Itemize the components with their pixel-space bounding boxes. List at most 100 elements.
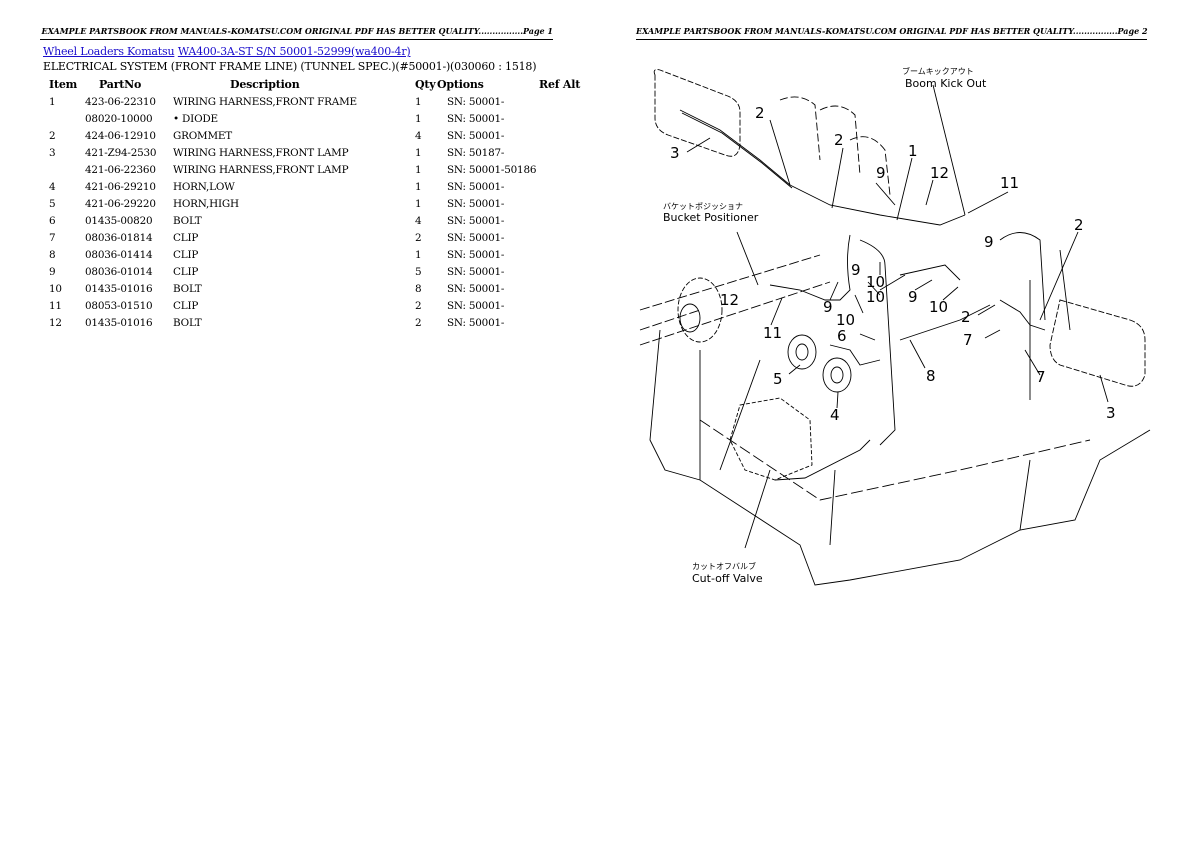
cell-qty: 4 [415, 214, 422, 227]
col-item: Item [49, 78, 78, 91]
callout-11-top: 11 [1000, 174, 1019, 192]
callout-10-b: 10 [866, 288, 885, 306]
cell-qty: 4 [415, 129, 422, 142]
cell-options: SN: 50001- [447, 112, 505, 125]
cell-description: BOLT [173, 214, 202, 227]
cell-options: SN: 50187- [447, 146, 505, 159]
cell-item: 2 [49, 129, 56, 142]
callout-7-a: 7 [963, 331, 973, 349]
cell-options: SN: 50001-50186 [447, 163, 537, 176]
callout-12-left: 12 [720, 291, 739, 309]
col-qty: Qty [415, 78, 436, 91]
callout-2-b: 2 [834, 131, 844, 149]
callout-8: 8 [926, 367, 936, 385]
cell-description: HORN,HIGH [173, 197, 239, 210]
cell-options: SN: 50001- [447, 95, 505, 108]
callout-2-a: 2 [755, 104, 765, 122]
cell-partno: 08036-01414 [85, 248, 153, 261]
category-link[interactable]: Wheel Loaders Komatsu [43, 45, 175, 58]
callout-6: 6 [837, 327, 847, 345]
cell-description: BOLT [173, 316, 202, 329]
cell-item [43, 110, 85, 127]
callout-2-right: 2 [1074, 216, 1084, 234]
bucket-positioner-label: Bucket Positioner [663, 211, 759, 224]
cell-options: SN: 50001- [447, 316, 505, 329]
cell-qty: 1 [415, 180, 422, 193]
cell-ref-alt [539, 161, 599, 178]
breadcrumb: Wheel Loaders Komatsu WA400-3A-ST S/N 50… [43, 45, 411, 58]
cell-qty: 2 [415, 316, 422, 329]
page-header-1: EXAMPLE PARTSBOOK FROM MANUALS-KOMATSU.C… [40, 26, 553, 40]
cell-item: 10 [49, 282, 62, 295]
table-header-row: Item PartNo Description Qty Options Ref … [43, 76, 599, 93]
cell-options: SN: 50001- [447, 129, 505, 142]
cell-item: 1 [49, 95, 56, 108]
callout-9-top: 9 [876, 164, 886, 182]
cell-partno: 01435-00820 [85, 214, 153, 227]
callout-9-e: 9 [908, 288, 918, 306]
cell-options: SN: 50001- [447, 214, 505, 227]
parts-table: Item PartNo Description Qty Options Ref … [43, 76, 599, 331]
cell-ref-alt [539, 178, 599, 195]
col-options: Options [437, 78, 484, 91]
callout-5: 5 [773, 370, 783, 388]
cell-qty: 1 [415, 197, 422, 210]
section-title: ELECTRICAL SYSTEM (FRONT FRAME LINE) (TU… [43, 60, 537, 73]
cell-partno: 421-06-29220 [85, 197, 156, 210]
cell-ref-alt [539, 93, 599, 110]
cell-partno: 08036-01814 [85, 231, 153, 244]
cell-description: WIRING HARNESS,FRONT LAMP [173, 146, 349, 159]
cell-qty: 5 [415, 265, 422, 278]
page-header-2: EXAMPLE PARTSBOOK FROM MANUALS-KOMATSU.C… [636, 26, 1148, 40]
cell-description: BOLT [173, 282, 202, 295]
cutoff-valve-label: Cut-off Valve [692, 572, 763, 585]
cutoff-valve-jp: カットオフバルブ [692, 561, 756, 571]
callout-9-mid: 9 [984, 233, 994, 251]
col-partno: PartNo [99, 78, 142, 91]
cell-qty: 1 [415, 95, 422, 108]
cell-ref-alt [539, 246, 599, 263]
cell-options: SN: 50001- [447, 180, 505, 193]
cell-description: GROMMET [173, 129, 233, 142]
cell-ref-alt [539, 297, 599, 314]
boom-kick-out-label: Boom Kick Out [905, 77, 987, 90]
cell-ref-alt [539, 212, 599, 229]
callout-12-top: 12 [930, 164, 949, 182]
cell-partno: 01435-01016 [85, 282, 153, 295]
cell-item: 3 [49, 146, 56, 159]
cell-description: CLIP [173, 265, 199, 278]
cell-partno: 421-06-22360 [85, 163, 156, 176]
cell-ref-alt [539, 127, 599, 144]
cell-partno: 08020-10000 [85, 112, 153, 125]
cell-ref-alt [539, 314, 599, 331]
callout-10-a: 10 [866, 273, 885, 291]
cell-description: WIRING HARNESS,FRONT FRAME [173, 95, 357, 108]
cell-ref-alt [539, 144, 599, 161]
cell-ref-alt [539, 280, 599, 297]
cell-item: 11 [49, 299, 62, 312]
cell-item: 7 [49, 231, 56, 244]
cell-qty: 1 [415, 146, 422, 159]
cell-partno: 01435-01016 [85, 316, 153, 329]
cell-item: 12 [49, 316, 62, 329]
callout-3-left: 3 [670, 144, 680, 162]
model-link[interactable]: WA400-3A-ST S/N 50001-52999(wa400-4r) [177, 45, 411, 58]
callout-9-c: 9 [851, 261, 861, 279]
cell-options: SN: 50001- [447, 248, 505, 261]
callout-10-c: 10 [836, 311, 855, 329]
col-ref-alt: Ref Alt [539, 78, 581, 91]
cell-options: SN: 50001- [447, 231, 505, 244]
callout-9-d: 9 [823, 298, 833, 316]
cell-description: CLIP [173, 299, 199, 312]
cell-item: 9 [49, 265, 56, 278]
cell-qty: 1 [415, 163, 422, 176]
bucket-positioner-jp: バケットポジッショナ [663, 202, 743, 211]
